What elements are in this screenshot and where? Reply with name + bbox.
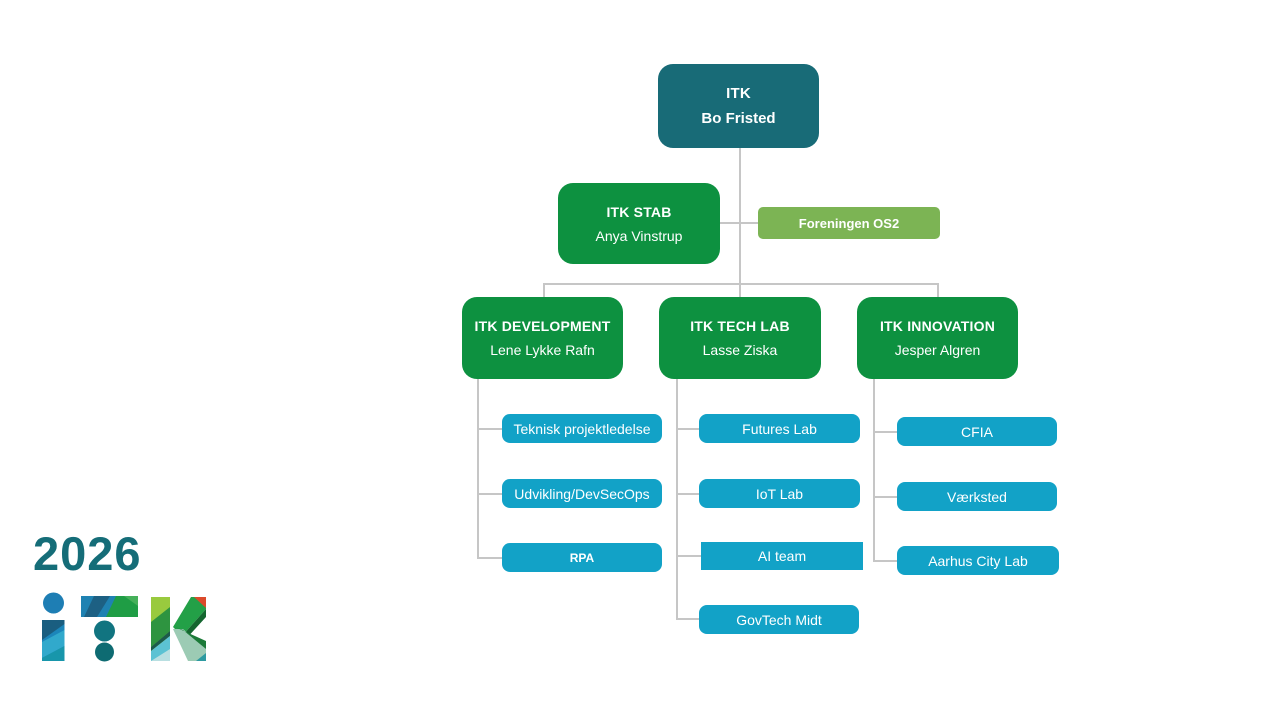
team-box-iot-lab: IoT Lab [699, 479, 860, 508]
org-root-name: Bo Fristed [701, 110, 776, 127]
connector-ai-team [676, 555, 702, 557]
dept-box-innovation: ITK INNOVATION Jesper Algren [857, 297, 1018, 379]
connector-stub-development [543, 283, 545, 297]
team-box-rpa: RPA [502, 543, 662, 572]
org-stab-box: ITK STAB Anya Vinstrup [558, 183, 720, 264]
team-box-ai-team: AI team [701, 542, 863, 570]
team-box-aarhus-city-lab: Aarhus City Lab [897, 546, 1059, 575]
connector-teknisk [477, 428, 503, 430]
connector-spine-tech-lab [676, 378, 678, 619]
itk-logo-letter-k [151, 597, 206, 661]
connector-udvikling [477, 493, 503, 495]
connector-cfia [873, 431, 897, 433]
team-box-govtech-midt: GovTech Midt [699, 605, 859, 634]
team-box-vaerksted: Værksted [897, 482, 1057, 511]
team-box-teknisk-projektledelse: Teknisk projektledelse [502, 414, 662, 443]
connector-aarhus-city-lab [873, 560, 897, 562]
connector-vaerksted [873, 496, 897, 498]
itk-logo-letter-i [42, 592, 65, 661]
itk-logo [42, 592, 206, 662]
dept-box-tech-lab: ITK TECH LAB Lasse Ziska [659, 297, 821, 379]
dept-innovation-name: Jesper Algren [894, 342, 981, 358]
org-root-title: ITK [726, 85, 751, 102]
dept-development-title: ITK DEVELOPMENT [474, 318, 611, 334]
connector-govtech [676, 618, 699, 620]
dept-box-development: ITK DEVELOPMENT Lene Lykke Rafn [462, 297, 623, 379]
connector-spine-development [477, 378, 479, 559]
org-stab-name: Anya Vinstrup [595, 227, 683, 244]
dept-development-name: Lene Lykke Rafn [490, 342, 595, 358]
association-box-foreningen-os2: Foreningen OS2 [758, 207, 940, 239]
connector-stub-innovation [937, 283, 939, 297]
dept-tech-lab-name: Lasse Ziska [702, 342, 778, 358]
org-root-box: ITK Bo Fristed [658, 64, 819, 148]
connector-rpa [477, 557, 503, 559]
connector-futures-lab [676, 428, 699, 430]
team-box-cfia: CFIA [897, 417, 1057, 446]
connector-root-trunk [739, 148, 741, 283]
itk-logo-letter-t [81, 596, 138, 662]
connector-stub-tech-lab [739, 283, 741, 297]
connector-spine-innovation [873, 378, 875, 561]
connector-iot-lab [676, 493, 699, 495]
dept-tech-lab-title: ITK TECH LAB [690, 318, 790, 334]
dept-innovation-title: ITK INNOVATION [879, 318, 996, 334]
org-stab-title: ITK STAB [606, 203, 672, 220]
connector-stab-association [720, 222, 758, 224]
year-label: 2026 [33, 527, 142, 580]
team-box-udvikling-devsecops: Udvikling/DevSecOps [502, 479, 662, 508]
team-box-futures-lab: Futures Lab [699, 414, 860, 443]
connector-distributor [543, 283, 938, 285]
